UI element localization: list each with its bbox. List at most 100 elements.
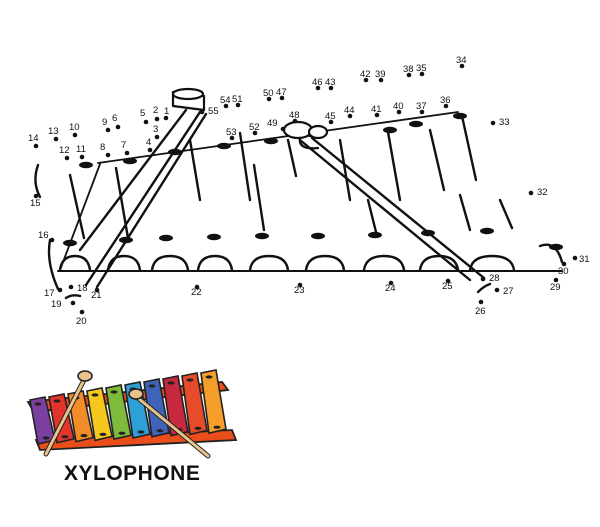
dot-number-31: 31 [579,254,590,265]
dot-20 [79,309,85,315]
dot-1 [163,115,169,121]
dot-number-2: 2 [153,105,158,116]
dot-27 [494,287,500,293]
dot-number-37: 37 [416,101,427,112]
preview-bar-hole [156,429,164,433]
dot-26 [478,299,484,305]
preview-mallet-handle [136,396,210,458]
dot-32 [528,190,534,196]
dot-21 [94,287,100,293]
dot-number-34: 34 [456,55,467,66]
preview-bar-hole [148,384,156,388]
dot-6 [115,124,121,130]
dot-number-12: 12 [59,145,70,156]
bar-hole [368,231,382,239]
dot-number-29: 29 [550,282,561,293]
dot-28 [480,276,486,282]
dot-number-28: 28 [489,273,500,284]
dot-42 [363,77,369,83]
preview-bar-hole [137,430,145,434]
dot-37 [419,109,425,115]
dot-number-1: 1 [164,106,169,117]
dot-2 [154,116,160,122]
mallet-handle [84,110,202,287]
dot-33 [490,120,496,126]
mallet-handle [298,138,472,282]
bar-hole [453,112,467,120]
dot-39 [378,77,384,83]
bar-foot [248,254,290,272]
frame-rail [97,111,459,164]
dot-54 [223,103,229,109]
dot-43 [328,85,334,91]
outline-stroke [34,163,42,199]
bar-edge [252,163,266,232]
preview-bar [181,372,208,436]
dot-number-48: 48 [289,110,300,121]
preview-bar-hole [194,426,202,430]
bar-edge [238,131,252,202]
dot-51 [235,102,241,108]
dot-number-50: 50 [263,88,274,99]
dot-number-19: 19 [51,299,62,310]
bar-foot [362,254,406,272]
dot-9 [105,127,111,133]
dot-47 [279,95,285,101]
dot-number-30: 30 [558,266,569,277]
dot-number-54: 54 [220,95,231,106]
dot-number-13: 13 [48,126,59,137]
dot-number-47: 47 [276,87,287,98]
dot-3 [154,134,160,140]
outline-stroke [298,136,320,150]
colored-xylophone-preview [26,369,238,459]
dot-number-43: 43 [325,77,336,88]
dot-number-21: 21 [91,290,102,301]
dot-number-52: 52 [249,122,260,133]
preview-bar-hole [118,431,126,435]
preview-bar-hole [186,378,194,382]
dot-17 [57,287,63,293]
dot-24 [388,280,394,286]
bar-edge [286,138,298,178]
dot-number-55: 55 [208,106,219,117]
dot-number-32: 32 [537,187,548,198]
dot-number-18: 18 [77,283,88,294]
dot-5 [143,119,149,125]
bar-foot [304,254,346,272]
preview-mallet-head [77,370,93,382]
dot-number-25: 25 [442,281,453,292]
bar-hole [480,227,494,235]
dot-number-7: 7 [121,140,126,151]
dot-44 [347,113,353,119]
bar-edge [458,193,472,232]
bar-foot [196,254,234,272]
preview-bar-hole [213,425,221,429]
bar-edge [460,114,478,182]
dot-10 [72,132,78,138]
dot-number-9: 9 [102,117,107,128]
bar-foot [150,254,190,272]
dot-number-22: 22 [191,287,202,298]
bar-edge [338,138,352,202]
preview-bar [143,378,170,438]
dot-number-5: 5 [140,108,145,119]
mallet-handle [95,112,208,289]
dot-38 [406,72,412,78]
preview-bar [86,387,113,442]
preview-bar-hole [110,390,118,394]
bar-edge [68,173,86,240]
dot-number-26: 26 [475,306,486,317]
dot-36 [443,103,449,109]
dot-46 [315,85,321,91]
partial-outline-lines [34,87,564,300]
dot-number-3: 3 [153,124,158,135]
dot-18 [68,284,74,290]
dot-31 [572,255,578,261]
dot-45 [328,119,334,125]
dot-40 [396,109,402,115]
dot-16 [49,237,55,243]
dot-53 [229,135,235,141]
dot-8 [105,152,111,158]
